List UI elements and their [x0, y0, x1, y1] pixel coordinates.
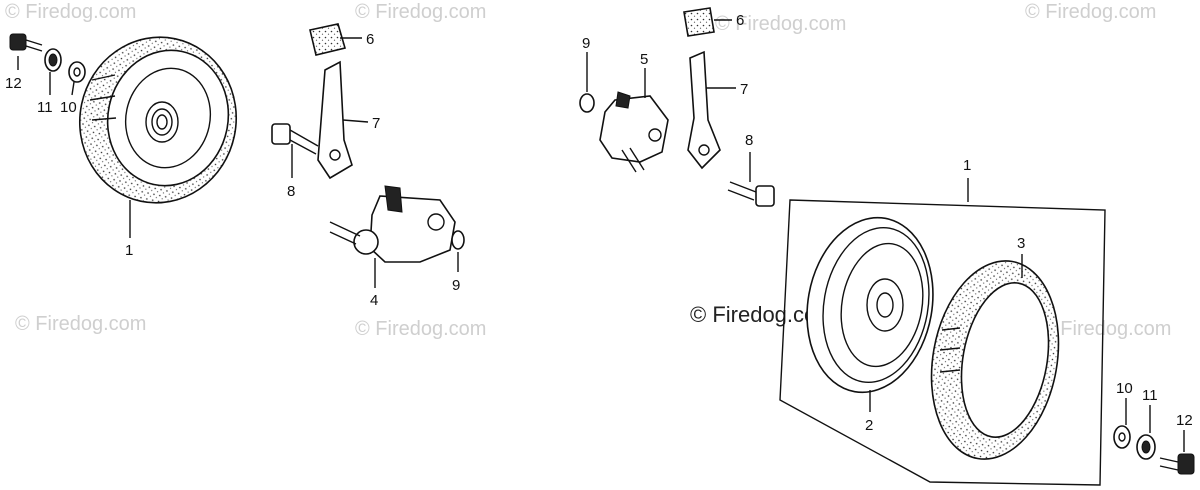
rim-2 — [806, 216, 934, 394]
washer-left-hole — [73, 67, 81, 77]
leader-7-left — [342, 119, 369, 123]
washer-left — [68, 61, 86, 83]
callout-11-left: 11 — [37, 99, 53, 116]
wheel-left — [78, 36, 238, 204]
callout-8-left: 8 — [287, 183, 295, 200]
collar-left-hole — [48, 53, 58, 67]
collar-11-right-hole — [1141, 440, 1151, 454]
watermark-top-right-center: © Firedog.com — [715, 13, 846, 35]
callout-9-right-top: 9 — [582, 35, 590, 52]
washer-10-right — [1113, 425, 1131, 449]
callout-7-left: 7 — [372, 115, 380, 132]
watermark-top-center: © Firedog.com — [355, 1, 486, 23]
callout-6-left: 6 — [366, 31, 374, 48]
assembly-outline — [779, 199, 1106, 486]
cap-left — [309, 23, 347, 56]
tire-3 — [930, 260, 1060, 460]
callout-6-right: 6 — [736, 12, 744, 29]
callout-3: 3 — [1017, 235, 1025, 252]
washer-9-left — [451, 230, 465, 250]
callout-2: 2 — [865, 417, 873, 434]
bracket-4 — [329, 185, 456, 263]
bolt-8-left — [271, 123, 319, 155]
bolt-8-right — [727, 181, 775, 207]
watermark-top-right: © Firedog.com — [1025, 1, 1156, 23]
callout-8-right: 8 — [745, 132, 753, 149]
bolt-left — [9, 33, 43, 52]
callout-1-right: 1 — [963, 157, 971, 174]
leader-10-left — [71, 81, 75, 96]
washer-9-right — [579, 93, 595, 113]
cap-right — [683, 7, 715, 37]
bracket-5 — [599, 91, 669, 173]
watermark-bottom-center: © Firedog.com — [355, 318, 486, 340]
callout-4: 4 — [370, 292, 378, 309]
callout-5: 5 — [640, 51, 648, 68]
callout-9-left: 9 — [452, 277, 460, 294]
callout-12-left: 12 — [5, 75, 22, 92]
callout-12-right: 12 — [1176, 412, 1193, 429]
lever-left — [317, 60, 353, 180]
callout-7-right: 7 — [740, 81, 748, 98]
callout-11-right: 11 — [1142, 387, 1158, 404]
lever-right — [687, 50, 721, 170]
watermark-bottom-right: © Firedog.com — [1040, 318, 1171, 340]
callout-1-left: 1 — [125, 242, 133, 259]
callout-10-right: 10 — [1116, 380, 1133, 397]
bolt-12-right — [1159, 453, 1195, 475]
callout-10-left: 10 — [60, 99, 77, 116]
watermark-top-left: © Firedog.com — [5, 1, 136, 23]
washer-10-right-hole — [1118, 432, 1126, 442]
watermark-bottom-left: © Firedog.com — [15, 313, 146, 335]
